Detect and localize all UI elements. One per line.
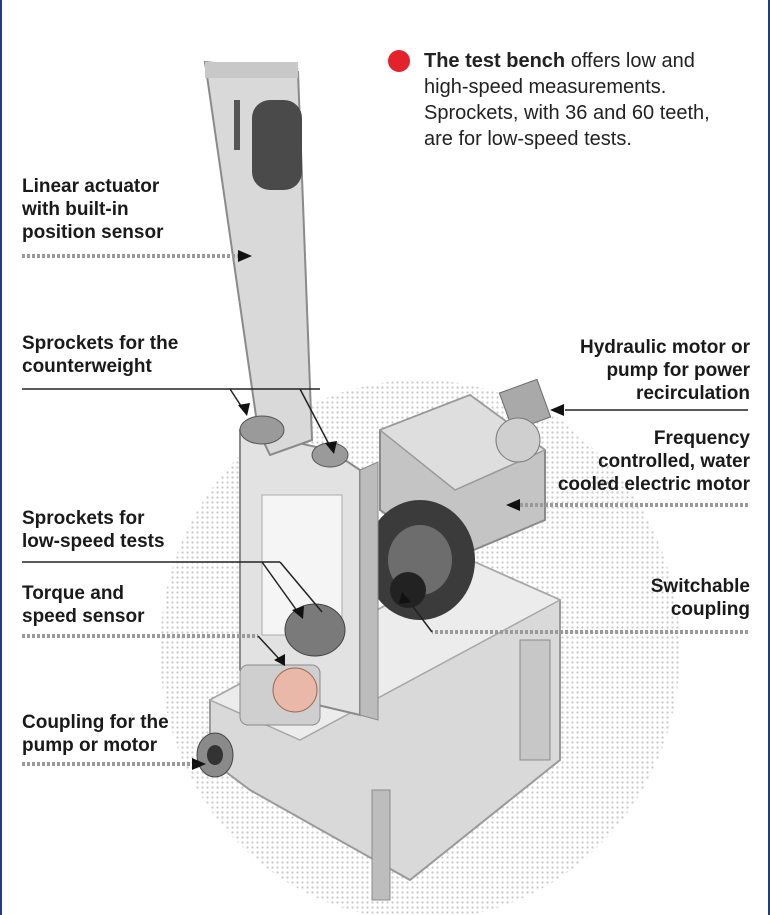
label-switchable-coupling: Switchable coupling [650,576,750,620]
leader-lines [22,250,748,770]
linear-actuator-shape [203,60,314,457]
left-border [0,0,2,915]
label-sprockets-counterweight: Sprockets for the counterweight [22,333,179,377]
base-frame [208,558,562,901]
caption-bold: The test bench [424,50,566,72]
sprockets-shape [239,415,349,657]
label-torque-sensor: Torque and speed sensor [22,583,145,627]
switchable-coupling-shape [390,572,426,608]
caption-text: offers low and high-speed measurements. … [424,50,710,150]
label-coupling-pump: Coupling for the pump or motor [22,712,169,756]
torque-sensor-shape [196,664,321,778]
label-sprockets-low-speed: Sprockets for low-speed tests [22,508,165,552]
label-electric-motor: Frequency controlled, water cooled elect… [557,428,750,495]
hydraulic-motor-shape [495,378,552,463]
right-border [768,0,770,915]
accent-dot [388,50,410,72]
label-linear-actuator: Linear actuator with built-in position s… [22,176,164,243]
label-hydraulic-motor: Hydraulic motor or pump for power recirc… [580,337,750,404]
caption: The test bench offers low and high-speed… [424,48,744,152]
